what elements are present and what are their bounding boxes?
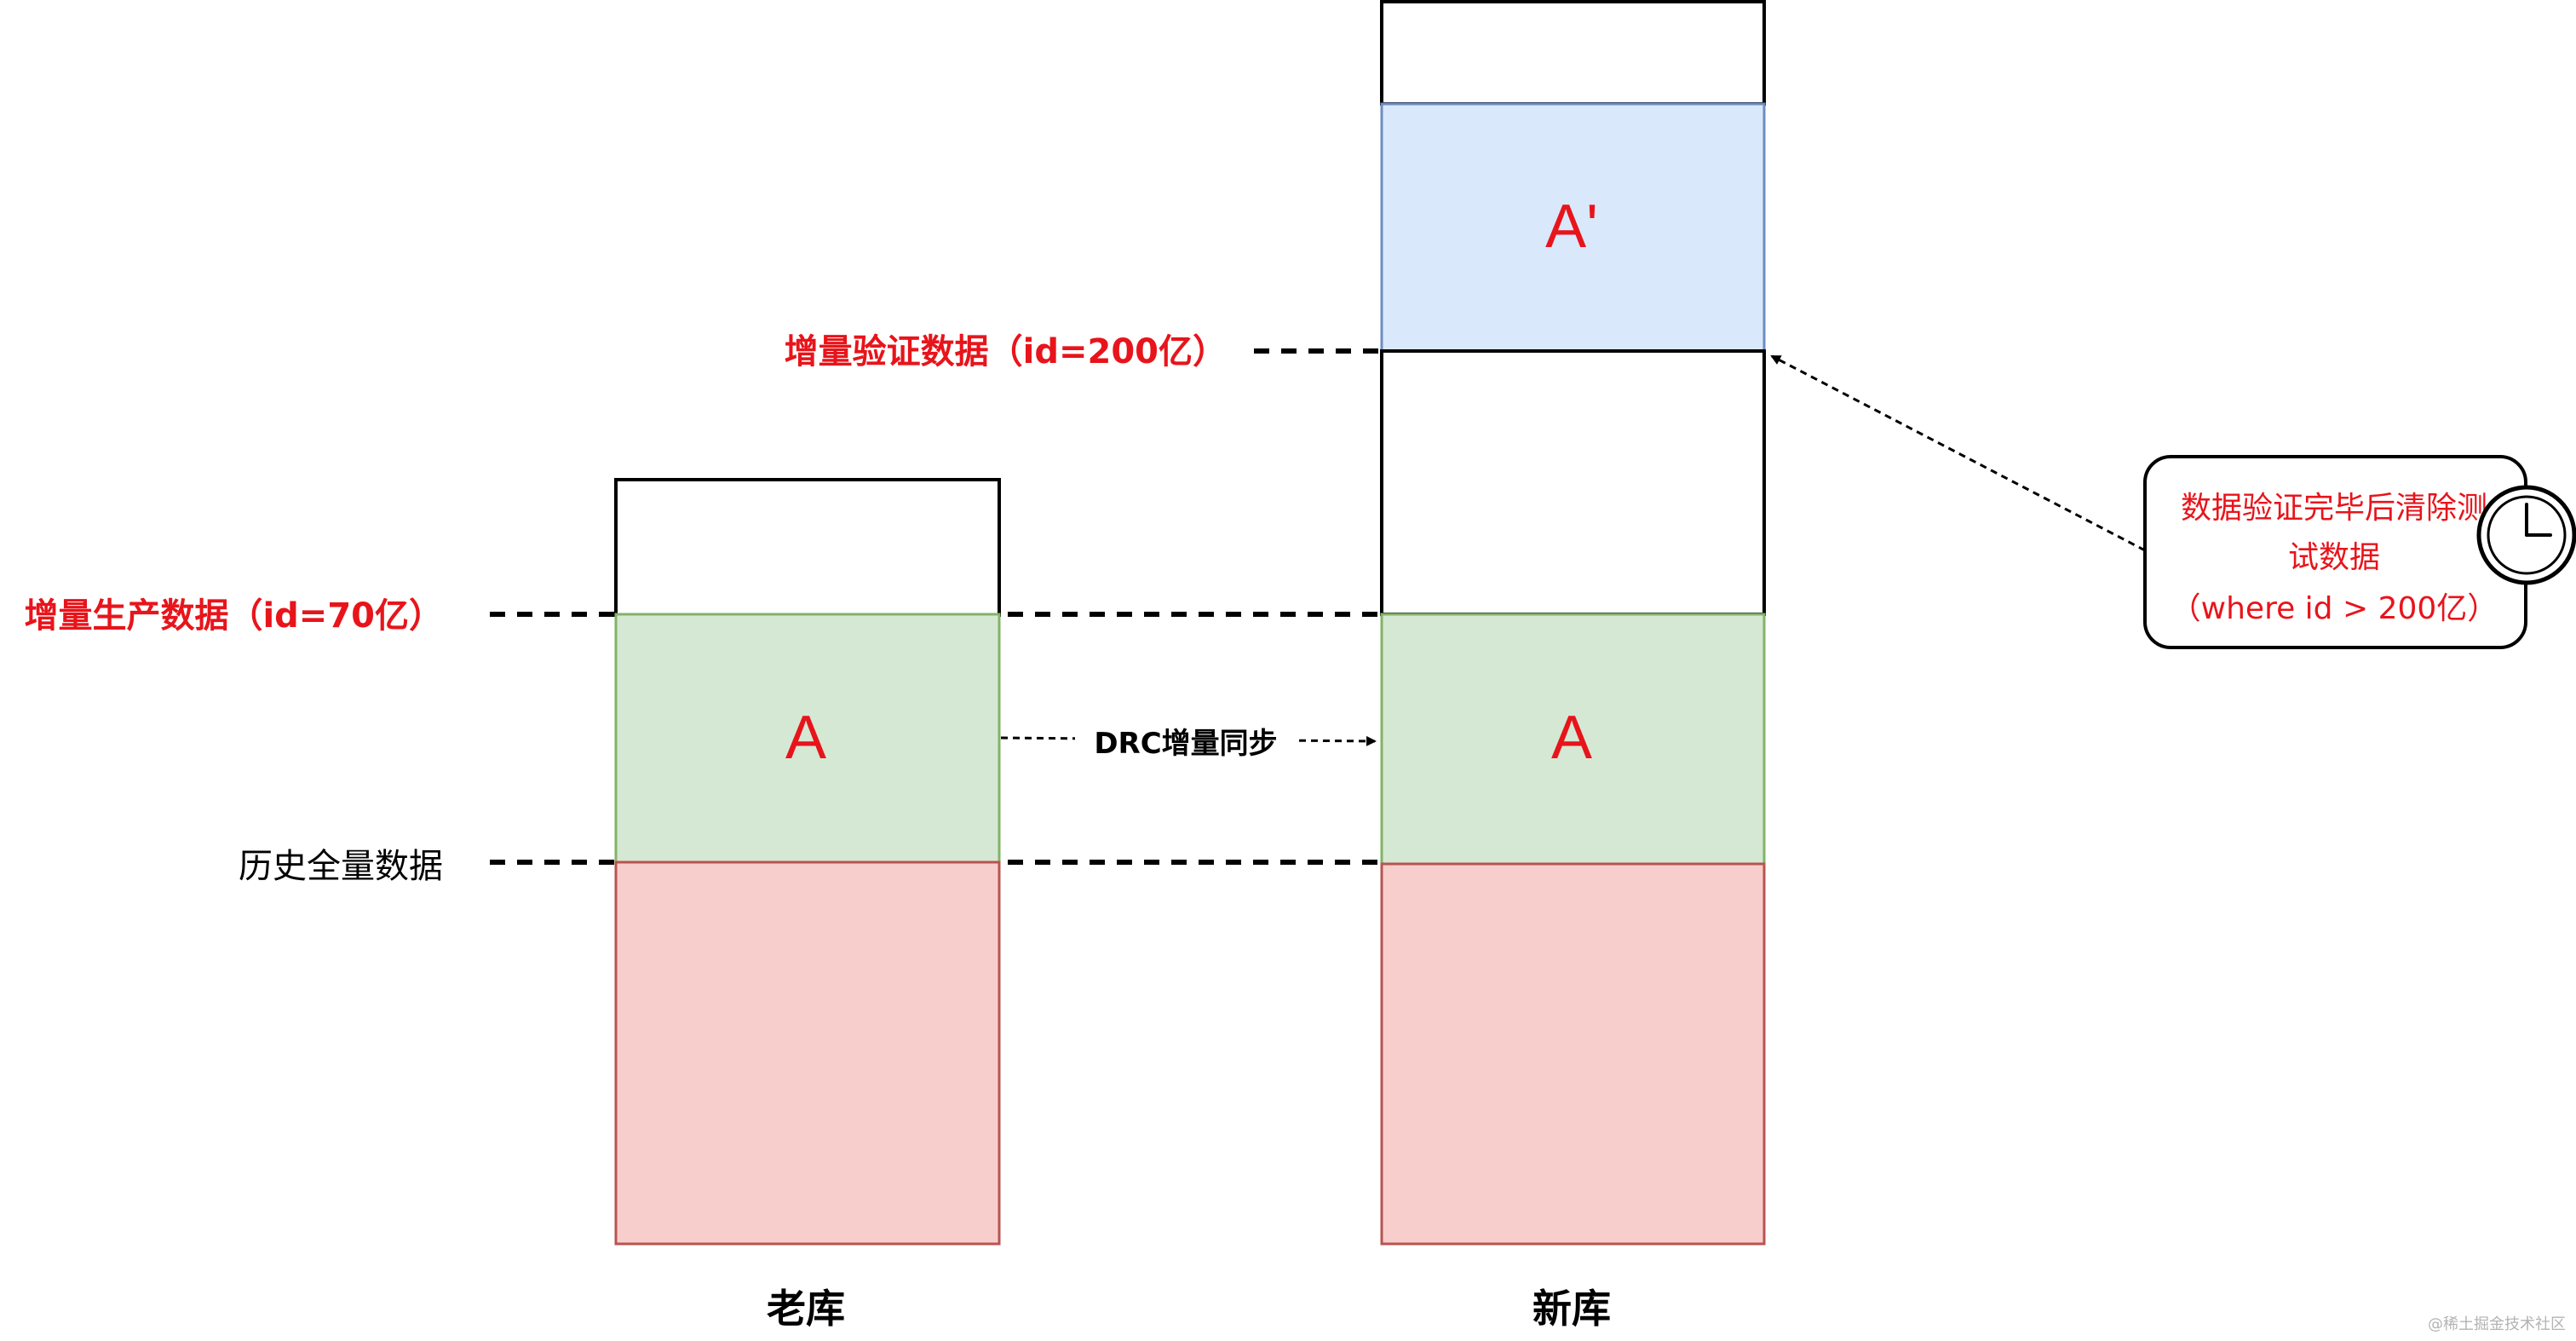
cleanup-note-line-3: （where id > 200亿） bbox=[2171, 591, 2498, 626]
production-incremental-label: 增量生产数据（id=70亿） bbox=[24, 596, 443, 636]
history-full-label: 历史全量数据 bbox=[239, 847, 443, 886]
new-db-block-a-prime-label: A' bbox=[1545, 193, 1598, 261]
cleanup-note-arrow bbox=[1770, 354, 2146, 552]
watermark: @稀土掘金技术社区 bbox=[2428, 1315, 2566, 1333]
drc-sync-arrow bbox=[1000, 735, 1377, 746]
new-db-block-a-label: A bbox=[1551, 704, 1592, 772]
new-db-history-block bbox=[1380, 862, 1766, 1246]
clock-icon bbox=[2476, 485, 2576, 585]
new-db-name: 新库 bbox=[1532, 1286, 1611, 1332]
drc-sync-label: DRC增量同步 bbox=[1094, 727, 1277, 761]
new-db-block-a bbox=[1380, 613, 1766, 866]
drc-sync-label-bg bbox=[1075, 721, 1297, 762]
old-db-name: 老库 bbox=[767, 1286, 845, 1332]
old-db-block-a bbox=[614, 613, 1001, 864]
old-db-block-a-label: A bbox=[785, 704, 826, 772]
verify-incremental-label: 增量验证数据（id=200亿） bbox=[785, 332, 1227, 371]
old-db-empty-block bbox=[614, 478, 1001, 617]
new-db-mid-empty-block bbox=[1380, 349, 1766, 616]
new-db-top-empty-block bbox=[1380, 0, 1766, 106]
old-db-history-block bbox=[614, 860, 1001, 1246]
cleanup-note-line-1: 数据验证完毕后清除测 bbox=[2181, 491, 2487, 526]
cleanup-note-line-2: 试数据 bbox=[2288, 540, 2380, 575]
